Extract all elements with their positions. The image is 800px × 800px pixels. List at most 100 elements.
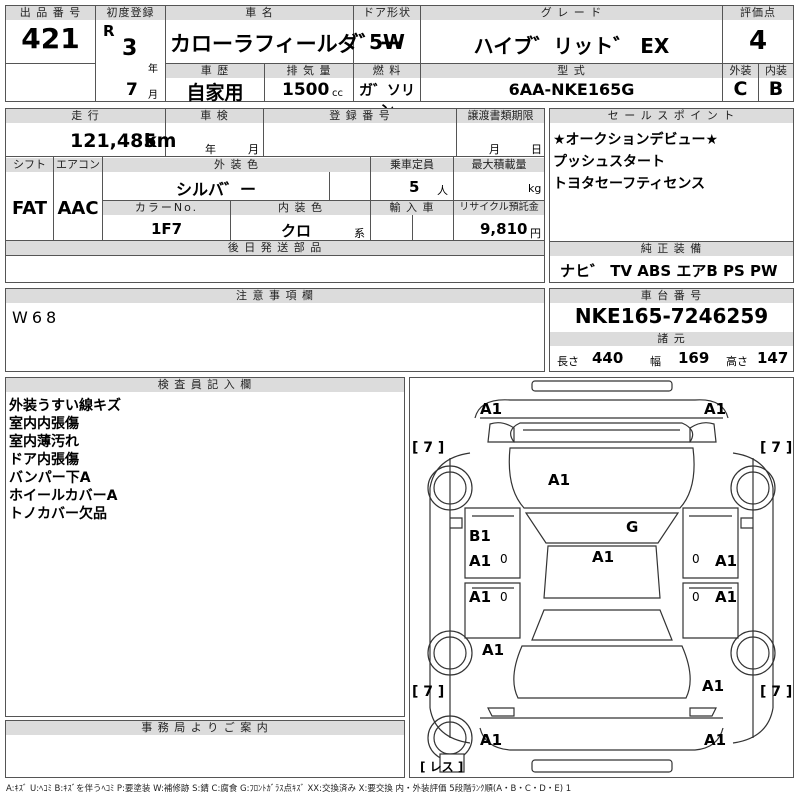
inspector-section	[5, 377, 405, 717]
inspection-year-unit: 年	[205, 143, 216, 156]
tire-front-right: [ 7 ]	[760, 440, 793, 456]
mark-fl-fender-b: B1	[469, 527, 491, 545]
top-section	[5, 5, 794, 102]
reg-year: 3	[122, 36, 138, 61]
length-label: 長さ	[557, 355, 579, 368]
notes-section	[5, 288, 545, 372]
interior-grade-header: 内装	[759, 64, 793, 78]
height-label: 高さ	[726, 355, 748, 368]
mark-rl-door-zero: 0	[500, 590, 508, 604]
mark-windshield: G	[626, 518, 639, 536]
notes-text: W68	[12, 308, 61, 327]
capacity-unit: 人	[437, 184, 448, 197]
mark-fl-fender-zero: 0	[500, 552, 508, 566]
recycle-fee: 9,810	[480, 220, 528, 238]
model-header: 型 式	[421, 64, 722, 78]
overall-score: 4	[748, 26, 768, 56]
mark-rr-door-zero: 0	[692, 590, 700, 604]
inspector-line-4: ドア内張傷	[9, 452, 79, 468]
grade-header: グ レ ー ド	[421, 6, 722, 20]
mark-fr-door-zero: 0	[692, 552, 700, 566]
month-unit: 月	[148, 90, 158, 101]
inspector-line-3: 室内薄汚れ	[9, 434, 79, 450]
equipment-list: ナヒ゛ TV ABS エアB PS PW	[560, 262, 778, 280]
equipment-header: 純 正 装 備	[550, 242, 793, 256]
displacement-unit: cc	[332, 88, 343, 99]
transfer-month-unit: 月	[489, 143, 500, 156]
registration-number-header: 登 録 番 号	[264, 109, 456, 123]
interior-grade: B	[768, 78, 784, 100]
inspection-month-unit: 月	[248, 143, 259, 156]
interior-color: クロ	[280, 222, 311, 240]
sales-point-header: セ ー ル ス ポ イ ン ト	[550, 109, 793, 123]
tire-front-left: [ 7 ]	[412, 440, 445, 456]
office-header: 事 務 局 よ り ご 案 内	[6, 721, 404, 735]
displacement-header: 排 気 量	[265, 64, 353, 78]
max-load-unit: kg	[528, 182, 542, 195]
inspector-line-2: 室内内張傷	[9, 416, 79, 432]
mark-front-right: A1	[704, 400, 727, 418]
mark-hood: A1	[548, 471, 571, 489]
inspector-line-7: トノカバー欠品	[9, 506, 107, 522]
capacity-header: 乗車定員	[371, 158, 453, 172]
chassis-section	[549, 288, 794, 372]
mark-fr-door: A1	[715, 552, 738, 570]
score-header: 評価点	[723, 6, 793, 20]
tire-rear-right: [ 7 ]	[760, 684, 793, 700]
mark-rl-quarter: A1	[482, 641, 505, 659]
max-load-header: 最大積載量	[454, 158, 544, 172]
mileage: 121,485	[70, 130, 157, 152]
mark-rr-quarter: A1	[702, 677, 725, 695]
color-number-header: カラーNo.	[103, 201, 230, 215]
inspection-header: 車 検	[166, 109, 263, 123]
grade: ハイブ゛リット゛ EX	[473, 34, 670, 58]
mark-rr-door: A1	[715, 588, 738, 606]
chassis-header: 車 台 番 号	[550, 289, 793, 303]
car-name-header: 車 名	[166, 6, 353, 20]
sales-point-line-1: ★オークションデビュー★	[553, 132, 719, 148]
office-section	[5, 720, 405, 778]
chassis-number: NKE165-7246259	[574, 304, 769, 328]
car-diagram: [ 7 ] [ 7 ] [ 7 ] [ 7 ] [ レス ] A1 A1 A1 …	[409, 377, 794, 778]
length: 440	[592, 349, 624, 367]
door-type: 5W	[369, 30, 405, 54]
width-label: 幅	[650, 355, 661, 368]
mileage-unit: km	[144, 130, 177, 152]
transfer-day-unit: 日	[531, 143, 542, 156]
shift: FAT	[11, 198, 48, 219]
import-header: 輸 入 車	[371, 201, 453, 215]
displacement: 1500	[282, 80, 330, 100]
reg-month: 7	[126, 80, 138, 100]
aircon: AAC	[57, 198, 99, 219]
width: 169	[678, 349, 710, 367]
model-code: 6AA-NKE165G	[508, 80, 635, 99]
inspector-header: 検 査 員 記 入 欄	[6, 378, 404, 392]
lot-number-header: 出 品 番 号	[6, 6, 95, 20]
mark-rear-right: A1	[704, 731, 727, 749]
capacity: 5	[409, 178, 420, 196]
recycle-fee-unit: 円	[530, 227, 541, 240]
inspector-line-1: 外装うすい線キズ	[9, 398, 121, 414]
sales-point-line-3: トヨタセーフティセンス	[553, 176, 706, 192]
exterior-color-header: 外 装 色	[103, 158, 370, 172]
color-number: 1F7	[150, 220, 183, 238]
mark-front-left: A1	[480, 400, 503, 418]
mileage-header: 走 行	[6, 109, 165, 123]
tire-rear-left: [ 7 ]	[412, 684, 445, 700]
interior-color-unit: 系	[354, 227, 365, 240]
sales-point-line-2: プッシュスタート	[553, 154, 665, 170]
history-header: 車 歴	[166, 64, 264, 78]
mark-fl-fender-a: A1	[469, 552, 492, 570]
notes-header: 注 意 事 項 欄	[6, 289, 544, 303]
car-outline-svg	[427, 380, 776, 773]
mark-rl-door: A1	[469, 588, 492, 606]
sales-point-section	[549, 108, 794, 283]
dimensions-header: 諸 元	[550, 332, 793, 346]
mark-rear-left: A1	[480, 731, 503, 749]
door-header: ドア形状	[354, 6, 420, 20]
inspector-line-6: ホイールカバーA	[9, 488, 118, 504]
height: 147	[757, 349, 789, 367]
first-registration-header: 初度登録	[96, 6, 165, 20]
later-parts-header: 後 日 発 送 部 品	[6, 241, 544, 255]
inspector-line-5: バンパー下A	[9, 470, 91, 486]
